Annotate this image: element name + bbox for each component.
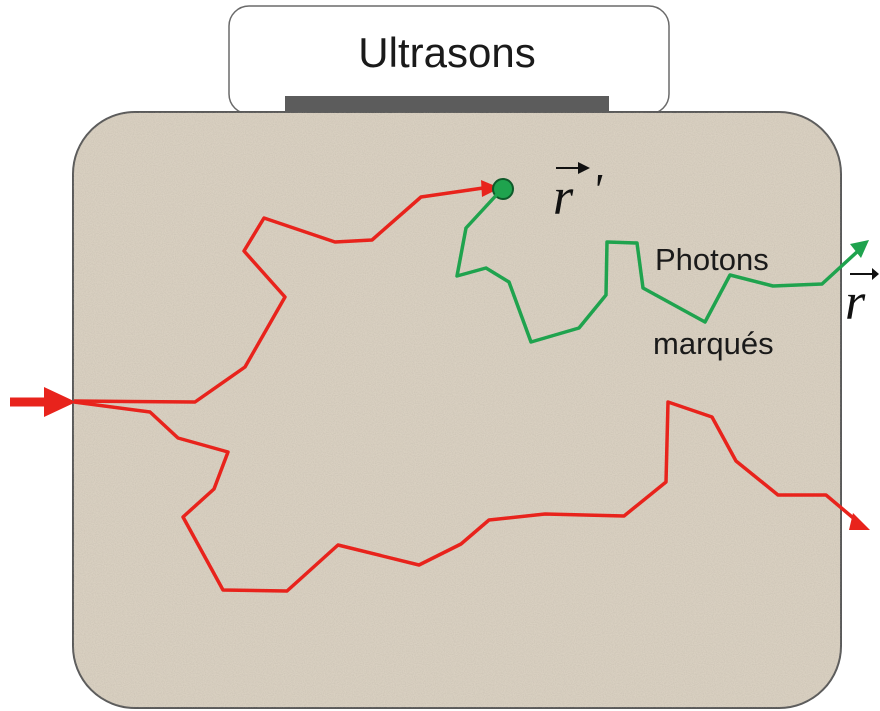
wavefront: [385, 504, 509, 515]
marked-photons-label-line1: Photons: [655, 242, 769, 277]
wavefront: [318, 141, 576, 168]
photon-path-upper-arrowhead: [481, 180, 500, 197]
medium-texture: [73, 112, 841, 708]
wavefront: [392, 486, 502, 496]
ultrasound-wavefronts: [305, 112, 589, 689]
marked-position-prime: ': [592, 164, 603, 215]
photon-path-lower-arrowhead: [849, 513, 870, 530]
input-light-arrow: [10, 387, 76, 417]
wavefront: [413, 429, 481, 438]
marked-photon-path: [455, 187, 860, 344]
wavefront: [344, 617, 550, 631]
wavefront: [337, 635, 557, 651]
marked-position-symbol: r: [553, 169, 574, 226]
wavefront: [346, 227, 548, 245]
wavefront: [325, 163, 569, 187]
marked-position-vector: r ': [553, 162, 603, 226]
wavefront: [357, 579, 537, 593]
wavefront: [388, 350, 506, 361]
exit-position-vector: r: [845, 268, 879, 331]
wavefront: [378, 523, 516, 535]
wavefront: [367, 289, 527, 303]
transducer-face: [285, 96, 609, 112]
transducer: Ultrasons: [228, 5, 670, 115]
wavefront: [339, 206, 555, 226]
marked-photons-label-line2: marqués: [653, 326, 774, 361]
marked-photons-label: Photons marqués: [653, 242, 774, 361]
wavefront: [364, 561, 530, 573]
wavefront: [305, 112, 589, 129]
photon-path-upper: [73, 184, 498, 404]
wavefront: [311, 119, 583, 149]
wavefront: [402, 389, 492, 400]
wavefront: [409, 409, 485, 419]
wavefront: [399, 467, 495, 477]
wavefront: [330, 654, 564, 670]
transducer-label: Ultrasons: [358, 29, 535, 76]
wavefront: [350, 598, 544, 612]
wavefront: [360, 269, 534, 284]
photon-path-lower: [73, 400, 860, 593]
wavefront: [332, 185, 562, 207]
wavefront: [353, 248, 541, 265]
arrow-right-icon: [44, 387, 76, 417]
wavefront: [395, 370, 499, 380]
wavefront: [374, 309, 520, 322]
exit-position-symbol: r: [845, 274, 866, 331]
wavefront: [406, 448, 488, 458]
scattering-medium: [72, 111, 842, 709]
wavefront: [323, 673, 571, 689]
marked-photon-arrowhead: [850, 240, 869, 258]
wavefront: [381, 330, 513, 342]
